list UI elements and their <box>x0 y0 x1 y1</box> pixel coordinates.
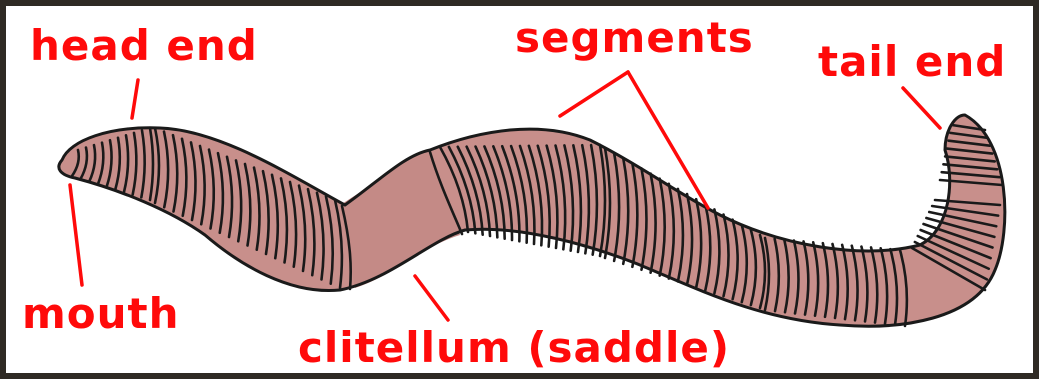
label-tail-end: tail end <box>818 37 1006 86</box>
label-clitellum: clitellum (saddle) <box>298 323 730 372</box>
head-end-leader <box>132 80 138 118</box>
earthworm <box>59 115 1005 326</box>
clitellum-leader <box>415 276 448 320</box>
label-mouth: mouth <box>22 289 180 338</box>
tail-end-leader <box>903 88 940 128</box>
label-head-end: head end <box>30 21 258 70</box>
segments-leader-1 <box>560 72 628 116</box>
label-segments: segments <box>515 13 754 62</box>
mouth-leader <box>70 185 82 285</box>
